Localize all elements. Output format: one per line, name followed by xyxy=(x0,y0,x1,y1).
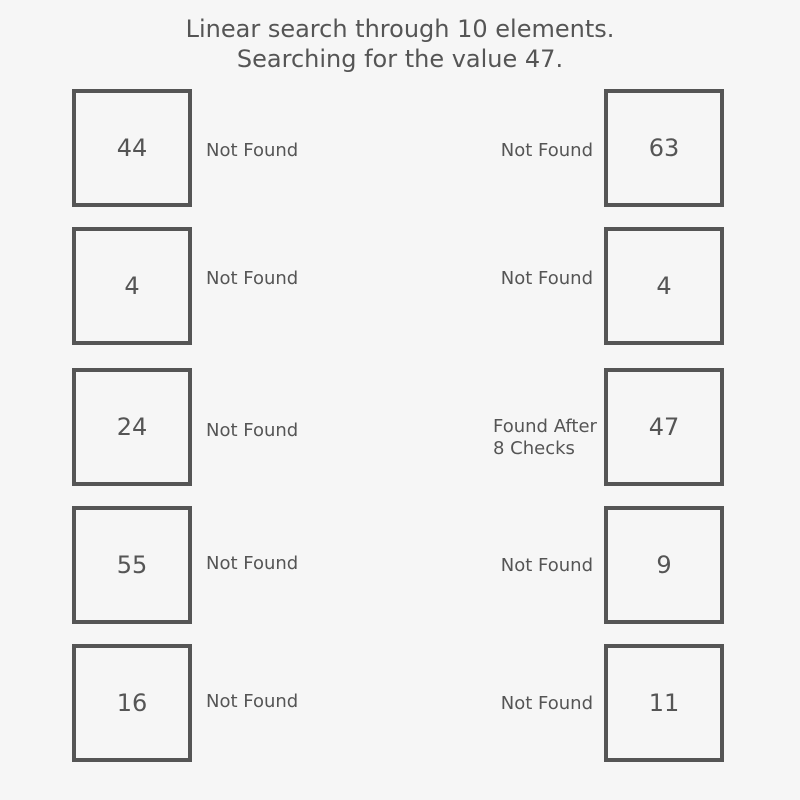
cell-status-right-1: Not Found xyxy=(500,140,593,161)
found-status-line-1: Found After xyxy=(493,416,597,437)
cell-status-right-4: Not Found xyxy=(500,555,593,576)
array-cell-left-3: 24 xyxy=(72,368,192,486)
array-cell-right-3: 47 xyxy=(604,368,724,486)
array-cell-right-1: 63 xyxy=(604,89,724,207)
array-cell-right-4: 9 xyxy=(604,506,724,624)
diagram-title: Linear search through 10 elements. Searc… xyxy=(0,14,800,74)
cell-value: 55 xyxy=(116,551,148,579)
title-line-1: Linear search through 10 elements. xyxy=(185,15,615,43)
cell-status-left-1: Not Found xyxy=(206,140,299,161)
array-cell-right-5: 11 xyxy=(604,644,724,762)
cell-value: 47 xyxy=(648,413,680,441)
cell-status-right-2: Not Found xyxy=(500,268,593,289)
cell-value: 11 xyxy=(648,689,680,717)
cell-value: 4 xyxy=(656,272,672,300)
array-cell-left-1: 44 xyxy=(72,89,192,207)
cell-status-right-3-found: Found After 8 Checks xyxy=(493,416,597,460)
cell-value: 63 xyxy=(648,134,680,162)
title-line-2: Searching for the value 47. xyxy=(236,45,564,73)
found-status-line-2: 8 Checks xyxy=(493,438,575,459)
cell-status-left-2: Not Found xyxy=(206,268,299,289)
cell-value: 44 xyxy=(116,134,148,162)
cell-value: 16 xyxy=(116,689,148,717)
array-cell-left-4: 55 xyxy=(72,506,192,624)
cell-value: 24 xyxy=(116,413,148,441)
cell-status-left-5: Not Found xyxy=(206,691,299,712)
cell-value: 4 xyxy=(124,272,140,300)
array-cell-right-2: 4 xyxy=(604,227,724,345)
array-cell-left-5: 16 xyxy=(72,644,192,762)
cell-status-right-5: Not Found xyxy=(500,693,593,714)
cell-status-left-4: Not Found xyxy=(206,553,299,574)
array-cell-left-2: 4 xyxy=(72,227,192,345)
cell-status-left-3: Not Found xyxy=(206,420,299,441)
cell-value: 9 xyxy=(656,551,672,579)
